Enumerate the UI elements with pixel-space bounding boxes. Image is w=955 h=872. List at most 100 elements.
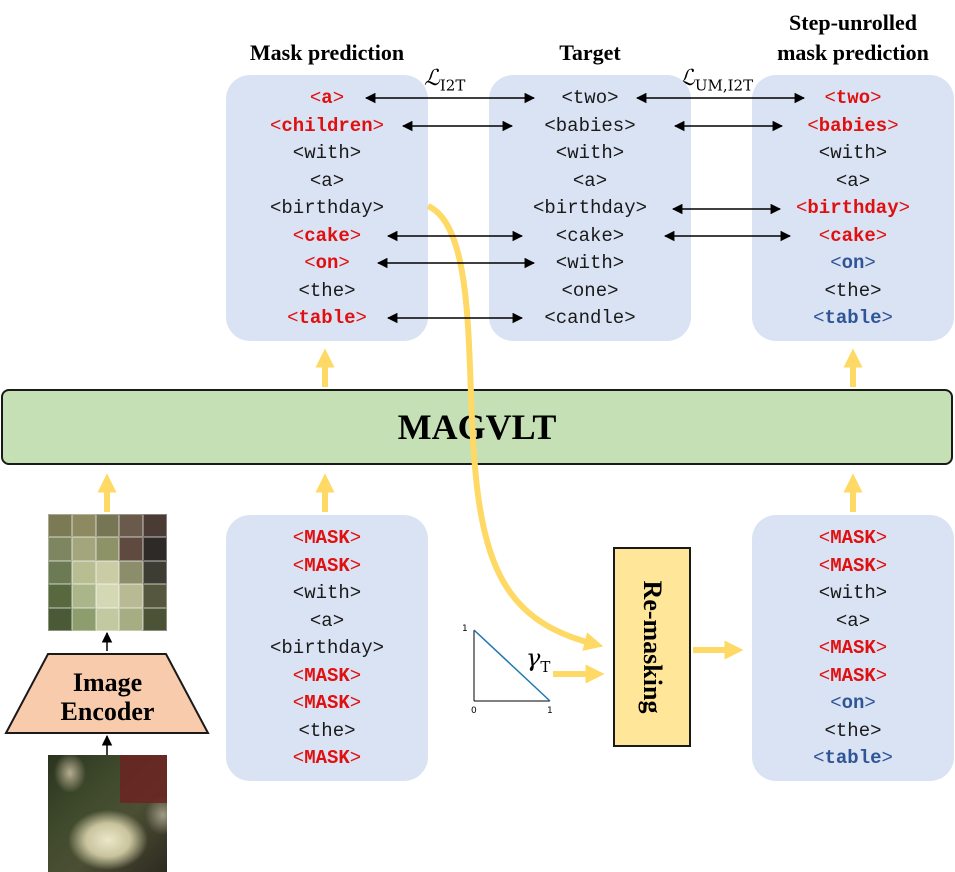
token-target: <one> (561, 279, 619, 302)
gamma-label: γT (526, 644, 550, 676)
token-mask-prediction: <table> (287, 307, 367, 329)
header-mask-prediction: Mask prediction (249, 40, 405, 65)
token-step-unrolled: <the> (824, 279, 882, 302)
image-token-cell (71, 514, 96, 538)
token-remasked-input: <the> (824, 719, 882, 742)
image-token-cell (48, 584, 72, 608)
image-token-cell (95, 560, 120, 585)
header-step-unrolled-line2: mask prediction (777, 40, 929, 65)
header-step-unrolled-line1: Step-unrolled (789, 10, 917, 35)
token-step-unrolled: <on> (830, 252, 876, 274)
token-masked-input: <birthday> (269, 637, 385, 659)
image-token-cell (71, 537, 96, 561)
token-target: <with> (555, 252, 625, 274)
image-token-cell (143, 584, 167, 608)
token-mask-prediction: <birthday> (269, 197, 385, 219)
remasking-block: Re-masking (613, 547, 691, 747)
mask-prediction-panel: <a> <children> <with> <a> <birthday> <cake> <o… (226, 75, 428, 341)
token-masked-input: <MASK> (292, 747, 362, 769)
schedule-x-tick-0: 0 (471, 706, 477, 716)
image-token-cell (143, 607, 167, 631)
token-target: <birthday> (532, 197, 648, 219)
token-target: <babies> (544, 114, 636, 137)
loss-i2t-label: ℒI2T (424, 66, 465, 94)
image-token-cell (143, 514, 167, 538)
masked-input-panel: <MASK> <MASK> <with> <a> <birthday> <MASK> <MA… (226, 515, 428, 781)
token-step-unrolled: <a> (835, 169, 871, 192)
remasked-input-panel: <MASK><MASK><with><a><MASK><MASK><on><th… (752, 515, 954, 781)
token-masked-input: <MASK> (292, 664, 362, 687)
gamma-symbol: γ (526, 644, 541, 672)
token-masked-input: <MASK> (292, 527, 362, 549)
header-target: Target (559, 40, 621, 65)
token-remasked-input: <with> (818, 582, 888, 604)
header-step-unrolled: Step-unrolled mask prediction (752, 8, 954, 68)
token-step-unrolled: <babies> (807, 114, 899, 137)
token-remasked-input: <on> (830, 692, 876, 714)
image-token-cell (48, 537, 72, 561)
token-masked-input: <with> (292, 582, 362, 604)
token-step-unrolled: <two> (824, 87, 882, 109)
schedule-line (473, 629, 551, 702)
image-token-cell (48, 607, 72, 631)
image-token-cell (119, 584, 144, 608)
image-encoder-shape (4, 653, 210, 734)
token-mask-prediction: <children> (269, 114, 385, 137)
token-step-unrolled: <birthday> (795, 197, 911, 219)
image-token-cell (119, 514, 144, 538)
image-token-cell (48, 560, 72, 585)
token-masked-input: <the> (298, 719, 356, 742)
token-remasked-input: <a> (835, 609, 871, 632)
token-masked-input: <MASK> (292, 554, 362, 577)
image-token-cell (119, 537, 144, 561)
token-mask-prediction: <a> (309, 169, 345, 192)
input-photo (48, 755, 167, 872)
token-target: <a> (572, 169, 608, 192)
token-step-unrolled: <table> (813, 307, 893, 329)
target-panel: <two><babies><with><a><birthday><cake><w… (489, 75, 691, 341)
image-token-cell (48, 514, 72, 538)
token-remasked-input: <table> (813, 747, 893, 769)
token-mask-prediction: <a> (309, 87, 345, 109)
token-step-unrolled: <cake> (818, 224, 888, 247)
token-mask-prediction: <with> (292, 142, 362, 164)
schedule-y-tick-1: 1 (462, 624, 468, 634)
image-token-cell (95, 607, 120, 631)
gamma-sub: T (540, 657, 551, 676)
image-token-cell (95, 514, 120, 538)
image-encoder-line2: Encoder (60, 697, 155, 726)
token-masked-input: <MASK> (292, 692, 362, 714)
magvlt-label: MAGVLT (397, 407, 557, 447)
token-target: <candle> (544, 307, 636, 329)
image-token-cell (119, 607, 144, 631)
loss-i2t-symbol: ℒ (424, 66, 440, 91)
token-target: <cake> (555, 224, 625, 247)
image-token-cell (71, 560, 96, 585)
image-token-cell (95, 584, 120, 608)
step-unrolled-panel: <two> <babies> <with> <a> <birthday> <cake> <o… (752, 75, 954, 341)
image-token-cell (143, 560, 167, 585)
token-mask-prediction: <on> (304, 252, 350, 274)
loss-um-i2t-sub: UM,I2T (694, 76, 754, 95)
token-remasked-input: <MASK> (818, 664, 888, 687)
image-token-cell (143, 537, 167, 561)
magvlt-model-block: MAGVLT (1, 389, 953, 465)
image-encoder-line1: Image (72, 668, 143, 697)
loss-i2t-sub: I2T (439, 76, 466, 95)
schedule-x-tick-1: 1 (547, 706, 553, 716)
token-remasked-input: <MASK> (818, 527, 888, 549)
masking-schedule-plot (473, 629, 551, 702)
image-token-cell (95, 537, 120, 561)
prediction-to-remasking-curve (426, 203, 604, 651)
photo-red-shirt (120, 755, 167, 803)
token-mask-prediction: <the> (298, 279, 356, 302)
token-mask-prediction: <cake> (292, 224, 362, 247)
image-token-grid (48, 514, 167, 631)
token-target: <two> (561, 87, 619, 109)
token-step-unrolled: <with> (818, 142, 888, 164)
image-token-cell (119, 560, 144, 585)
token-masked-input: <a> (309, 609, 345, 632)
image-token-cell (71, 584, 96, 608)
token-remasked-input: <MASK> (818, 554, 888, 577)
